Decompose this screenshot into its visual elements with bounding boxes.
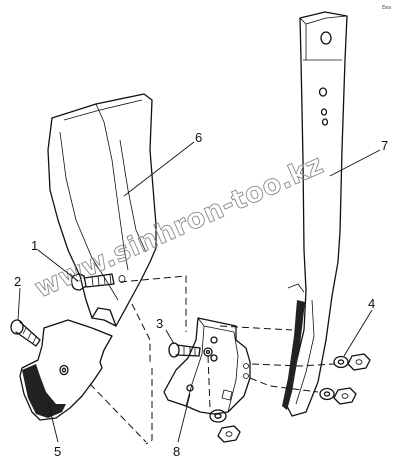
nuts-washers-part-8 — [209, 409, 241, 443]
corner-tag: Ева — [382, 5, 391, 11]
share-part-5 — [19, 319, 113, 421]
callout-5: 5 — [54, 444, 61, 459]
watermark: www.sinhron-too.kz — [30, 149, 328, 304]
callout-4: 4 — [368, 296, 375, 311]
callout-3: 3 — [156, 316, 163, 331]
callout-1: 1 — [31, 238, 38, 253]
callout-6: 6 — [195, 130, 202, 145]
shank-part-7 — [282, 11, 348, 417]
holder-part-8 — [163, 317, 251, 415]
callout-7: 7 — [381, 138, 388, 153]
moldboard-part-6 — [47, 93, 157, 327]
leader-lines — [17, 141, 381, 443]
assembly-lines — [89, 275, 335, 445]
bolt-part-1 — [70, 273, 115, 291]
nuts-washers-part-4 — [319, 353, 371, 405]
callout-8: 8 — [173, 444, 180, 459]
callout-2: 2 — [14, 274, 21, 289]
bolt-part-2 — [10, 319, 41, 347]
bolt-part-3 — [168, 342, 213, 358]
